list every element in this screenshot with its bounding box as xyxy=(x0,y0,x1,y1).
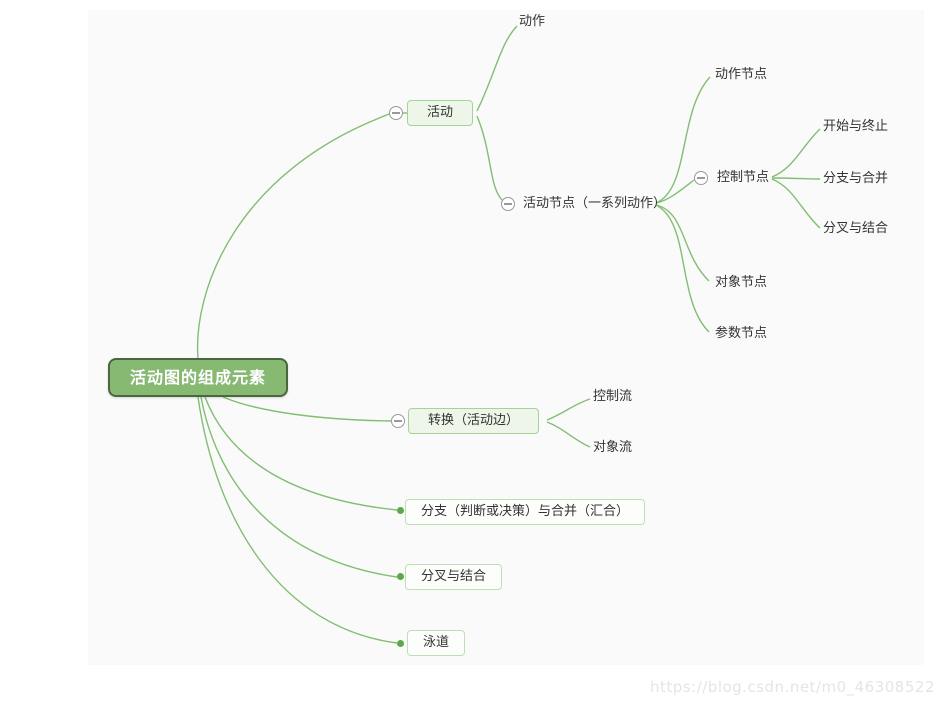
mindmap-canvas[interactable] xyxy=(88,10,924,665)
node-fenchajiehe-leaf[interactable]: 分叉与结合 xyxy=(823,221,889,236)
edge-kzjd-fenzhihebing xyxy=(771,177,821,180)
node-huodongjiedian[interactable]: 活动节点（一系列动作） xyxy=(523,196,667,211)
edge-kzjd-kaishizhongzhi xyxy=(771,128,821,178)
branch-dot xyxy=(397,640,404,647)
node-fenzhi-hebing[interactable]: 分支（判断或决策）与合并（汇合） xyxy=(405,499,646,525)
branch-dot xyxy=(397,573,404,580)
node-kongzhiliu[interactable]: 控制流 xyxy=(593,389,633,404)
edge-zhuanhuan-duixiangliu xyxy=(546,421,591,448)
node-fencha-jiehe[interactable]: 分叉与结合 xyxy=(405,564,503,590)
node-dongzuo[interactable]: 动作 xyxy=(519,14,546,29)
node-kaishizhongzhi[interactable]: 开始与终止 xyxy=(823,119,889,134)
collapse-icon-huodong[interactable] xyxy=(389,106,403,120)
minus-glyph xyxy=(394,420,402,422)
edge-huodong-dongzuo xyxy=(476,25,518,112)
edge-huodong-huodongjiedian xyxy=(476,115,503,201)
minus-glyph xyxy=(392,112,400,114)
edge-zhuanhuan-kongzhiliu xyxy=(546,398,591,421)
node-duixiangjiedian[interactable]: 对象节点 xyxy=(715,275,768,290)
edge-root-fencha xyxy=(200,396,398,578)
watermark-text: https://blog.csdn.net/m0_46308522 xyxy=(650,678,935,696)
edge-hdjd-duixiangjiedian xyxy=(655,204,710,282)
node-fenzhihebing[interactable]: 分支与合并 xyxy=(823,171,889,186)
node-kongzhijiedian[interactable]: 控制节点 xyxy=(717,170,770,185)
collapse-icon-huodongjiedian[interactable] xyxy=(501,197,515,211)
collapse-icon-kongzhijiedian[interactable] xyxy=(694,171,708,185)
minus-glyph xyxy=(504,203,512,205)
edge-hdjd-kongzhijiedian xyxy=(655,179,695,204)
node-huodong[interactable]: 活动 xyxy=(407,100,474,126)
node-zhuanhuan[interactable]: 转换（活动边） xyxy=(408,408,540,434)
edge-root-huodong xyxy=(196,112,393,359)
edge-root-yongdao xyxy=(197,396,398,644)
node-duixiangliu[interactable]: 对象流 xyxy=(593,440,633,455)
edge-hdjd-canshujiedian xyxy=(655,204,710,333)
node-canshujiedian[interactable]: 参数节点 xyxy=(715,326,768,341)
edge-kzjd-fenchajiehe xyxy=(771,178,821,229)
edge-root-zhuanhuan xyxy=(222,396,392,422)
edge-hdjd-dongzuojiedian xyxy=(655,76,711,204)
node-yongdao[interactable]: 泳道 xyxy=(407,630,466,656)
minus-glyph xyxy=(697,177,705,179)
edge-root-fenzhi xyxy=(204,396,398,511)
branch-dot xyxy=(397,507,404,514)
node-dongzuojiedian[interactable]: 动作节点 xyxy=(715,67,768,82)
collapse-icon-zhuanhuan[interactable] xyxy=(391,414,405,428)
node-root[interactable]: 活动图的组成元素 xyxy=(108,358,289,397)
